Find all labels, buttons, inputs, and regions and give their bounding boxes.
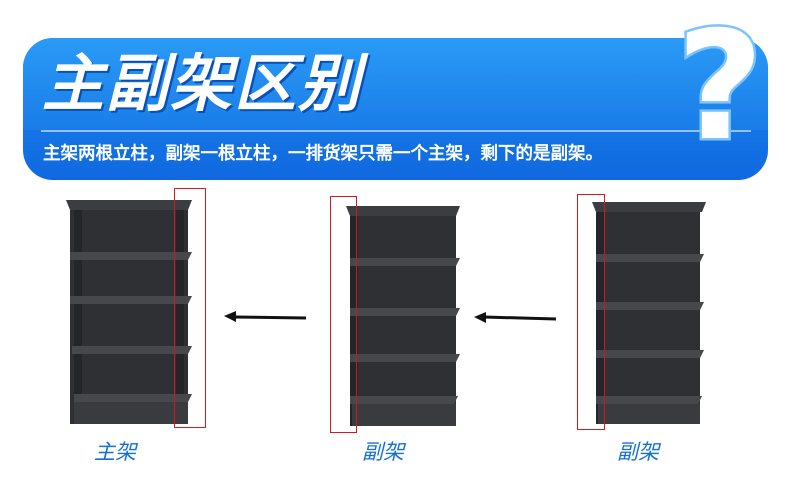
auxiliary-shelf-image-1 bbox=[346, 206, 460, 426]
arrow-left-icon bbox=[474, 312, 557, 323]
shelf-label-main: 主架 bbox=[94, 440, 136, 464]
header-divider bbox=[41, 130, 751, 132]
header-banner-top bbox=[23, 38, 768, 130]
arrow-left-icon bbox=[224, 311, 307, 322]
main-shelf-image bbox=[66, 200, 192, 424]
highlight-frame-main bbox=[174, 188, 206, 428]
shelf-label-aux-1: 副架 bbox=[362, 440, 404, 464]
page-title: 主副架区别 bbox=[42, 47, 363, 120]
shelf-label-aux-2: 副架 bbox=[617, 440, 659, 464]
auxiliary-shelf-image-2 bbox=[592, 202, 706, 424]
page-subtitle: 主架两根立柱，副架一根立柱，一排货架只需一个主架，剩下的是副架。 bbox=[43, 144, 603, 164]
question-mark-icon: ? bbox=[674, 6, 766, 156]
question-mark-glyph: ? bbox=[676, 6, 763, 156]
highlight-frame-aux-1 bbox=[330, 196, 357, 433]
highlight-frame-aux-2 bbox=[577, 194, 605, 430]
